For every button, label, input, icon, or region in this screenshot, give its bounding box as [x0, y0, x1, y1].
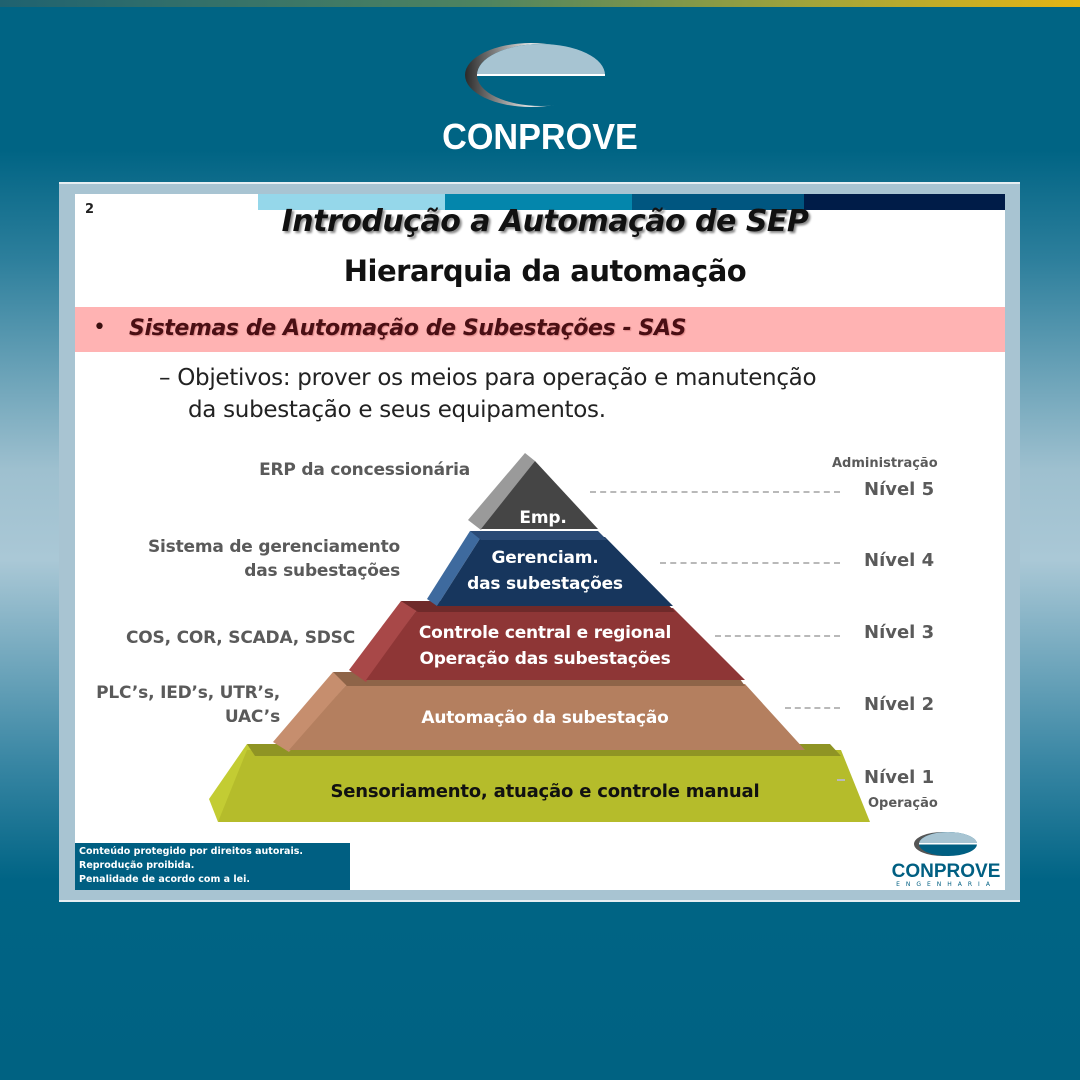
color-bar-segment-3 [632, 194, 804, 210]
sub-bullet: – Objetivos: prover os meios para operaç… [159, 362, 817, 426]
level2-side-face [273, 672, 347, 752]
level2-marker: Nível 2 [864, 694, 935, 715]
level2-text: Automação da subestação [421, 708, 669, 728]
level3-text-line-1: Controle central e regional [418, 623, 672, 643]
level4-text-line-2: das subestações [467, 574, 623, 594]
conprove-emblem-icon [465, 43, 605, 107]
automation-pyramid [209, 453, 870, 822]
level1-text: Sensoriamento, atuação e controle manual [330, 781, 760, 802]
top-accent-bar [0, 0, 1080, 7]
level3-dash [715, 635, 840, 637]
conprove-logo: CONPROVE [0, 40, 1080, 158]
notice-line-3: Penalidade de acordo com a lei. [79, 874, 250, 885]
level4-left-label: Sistema de gerenciamento das subestações [95, 535, 400, 583]
sub-bullet-line-2: da subestação e seus equipamentos. [188, 397, 606, 423]
level3-text-line-2: Operação das subestações [419, 649, 671, 669]
bullet-icon: • [93, 315, 106, 340]
slide-title: Introdução a Automação de SEP [281, 204, 809, 239]
top-caption: Administração [832, 456, 938, 471]
brand-wordmark: CONPROVE [442, 116, 638, 157]
level5-dash [590, 491, 840, 493]
notice-line-1: Conteúdo protegido por direitos autorais… [79, 846, 303, 857]
bullet-highlight: • Sistemas de Automação de Subestações -… [75, 307, 1005, 352]
slide: 2 Introdução a Automação de SEP Hierarqu… [75, 194, 1005, 890]
level2-face [289, 684, 805, 750]
level4-text-line-1: Gerenciam. [491, 548, 599, 568]
level3-left-label: COS, COR, SCADA, SDSC [126, 628, 355, 648]
mini-wordmark: CONPROVE [891, 861, 1001, 882]
mini-subword: ENGENHARIA [896, 881, 996, 888]
level3-side-face [349, 601, 418, 682]
level2-left-label: PLC’s, IED’s, UTR’s, UAC’s [75, 681, 280, 729]
level5-text: Emp. [519, 508, 567, 528]
slide-number: 2 [85, 202, 95, 217]
color-bar-segment-1 [258, 194, 445, 210]
level4-face [437, 537, 673, 606]
level1-face [218, 750, 870, 822]
sub-bullet-line-1: – Objetivos: prover os meios para operaç… [159, 365, 817, 391]
level5-left-label: ERP da concessionária [259, 460, 470, 480]
copyright-notice: Conteúdo protegido por direitos autorais… [75, 843, 350, 890]
color-bar-segment-4 [804, 194, 1005, 210]
level3-marker: Nível 3 [864, 622, 935, 643]
level4-left-label-line-2: das subestações [244, 561, 400, 581]
level5-marker: Nível 5 [864, 479, 935, 500]
level1-marker: Nível 1 [864, 767, 935, 788]
level2-left-label-line-2: UAC’s [224, 707, 280, 727]
level4-side-face [427, 531, 481, 606]
level4-text: Gerenciam. das subestações [435, 545, 655, 597]
color-bar-segment-2 [445, 194, 632, 210]
notice-line-2: Reprodução proibida. [79, 860, 195, 871]
level4-dash [660, 562, 840, 564]
level5-side-face [468, 453, 535, 530]
level4-marker: Nível 4 [864, 550, 935, 571]
level1-dash [837, 779, 845, 781]
conprove-mini-emblem-icon [914, 832, 977, 856]
level2-dash [785, 707, 840, 709]
bullet-text: Sistemas de Automação de Subestações - S… [129, 316, 687, 341]
level5-face [481, 461, 598, 529]
level3-face [366, 608, 745, 680]
level2-left-label-line-1: PLC’s, IED’s, UTR’s, [96, 683, 280, 703]
level3-text: Controle central e regional Operação das… [375, 620, 715, 672]
bottom-caption: Operação [868, 796, 938, 811]
slide-subtitle: Hierarquia da automação [343, 254, 747, 288]
level4-left-label-line-1: Sistema de gerenciamento [147, 537, 400, 557]
conprove-engenharia-logo: CONPROVE ENGENHARIA [890, 830, 1002, 889]
